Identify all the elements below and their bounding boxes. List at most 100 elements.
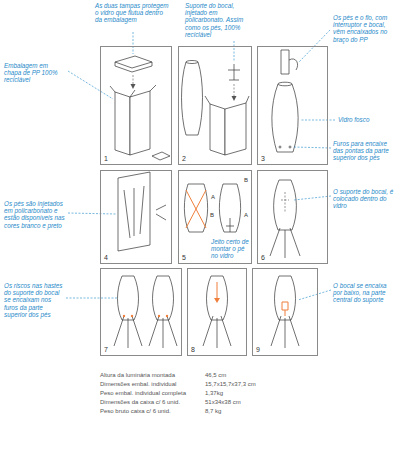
package-flaps [205, 96, 249, 104]
wrong-mark [186, 190, 206, 228]
step-number: 2 [182, 155, 186, 162]
spec-value: 8,7 kg [205, 408, 221, 415]
glass-wrong [184, 184, 207, 232]
step-panel: 2 [178, 46, 252, 165]
lamp-feet [149, 316, 177, 348]
callout-note: Furos para encaixe das pontas da parte s… [333, 140, 395, 162]
arrow-head [214, 298, 220, 303]
callout-note: Vidro fosco [338, 116, 393, 123]
spec-label: Dimensões embal. individual [100, 381, 176, 388]
fit-mark [166, 315, 168, 317]
foot-mount [226, 218, 234, 232]
callout-note: Jeito certo de montar o pé no vidro [211, 238, 250, 260]
leader-line [133, 32, 134, 54]
spec-value: 51x34x38 cm [205, 399, 241, 406]
direction-letter: B [210, 212, 214, 218]
leader-line [294, 147, 331, 148]
package-box-front [210, 104, 225, 155]
step-panel: 4 [100, 170, 172, 264]
lamp-feet [114, 316, 142, 348]
glass-shade [182, 62, 203, 135]
direction-letter: A [211, 194, 215, 200]
step-number: 4 [104, 254, 108, 261]
lamp-feet [270, 228, 300, 258]
frosted-glass [272, 84, 298, 152]
glass-shade [153, 276, 174, 320]
leader-line [298, 290, 331, 300]
callout-note: O bocal se encaixa por baixo, na parte c… [333, 282, 395, 304]
step-panel: 1 [100, 46, 172, 165]
lamp-socket [282, 302, 288, 316]
leader-line [300, 120, 335, 121]
fixing-hole [289, 146, 291, 148]
direction-letter: B [244, 177, 248, 183]
arrow-head [131, 84, 136, 89]
step-number: 5 [182, 254, 186, 261]
leader-line [66, 298, 117, 299]
package-lid [115, 56, 152, 68]
power-cord [289, 59, 298, 70]
spec-value: 15,7x15,7x37,3 cm [205, 381, 256, 388]
spec-label: Peso embal. individual completa [100, 390, 186, 397]
package-lid-side [115, 62, 152, 72]
fit-mark [123, 315, 125, 317]
leader-line [68, 213, 116, 214]
pp-frame [118, 172, 150, 251]
step-panel: 6 [257, 170, 328, 264]
spec-label: Altura da luminária montada [100, 372, 175, 379]
package-box-side [225, 103, 246, 155]
step-panel: 3 [257, 46, 328, 165]
step-number: 7 [104, 346, 108, 353]
motion-arrow [234, 84, 235, 97]
lamp-feet [271, 316, 299, 348]
lamp-feet [203, 316, 231, 348]
package-flaps [110, 85, 156, 97]
motion-arrow [133, 75, 134, 85]
lamp-feet [124, 186, 144, 238]
spec-label: Peso bruto caixa c/ 6 unid. [100, 408, 171, 415]
glass-shade [274, 180, 297, 230]
leader-line [294, 196, 331, 200]
arrow-head [232, 96, 237, 101]
direction-letter: A [244, 212, 248, 218]
spec-value: 1,37kg [205, 390, 223, 397]
step-number: 6 [261, 254, 265, 261]
package-box-side [130, 91, 150, 155]
step-number: 3 [261, 155, 265, 162]
callout-note: Embalagem em chapa de PP 100% reciclável [4, 62, 66, 84]
step-number: 1 [104, 155, 108, 162]
fit-mark [131, 315, 133, 317]
glass-shade [118, 276, 139, 320]
step-panel: 9 [252, 268, 318, 356]
step-panel: 8 [187, 268, 247, 356]
glass-right [219, 184, 240, 232]
spec-label: Dimensões da caixa c/ 6 unid. [100, 399, 180, 406]
package-box-front [115, 92, 130, 155]
socket-support [281, 192, 289, 212]
glass-shade [275, 276, 296, 320]
fit-mark [158, 315, 160, 317]
step-number: 9 [256, 346, 260, 353]
step-panel: 7 [100, 268, 182, 356]
callout-note: Os riscos nas hastes do suporte do bocal… [4, 282, 64, 318]
leader-line [234, 41, 235, 62]
glass-rim [186, 61, 198, 64]
callout-note: O suporte do bocal, é colocado dentro do… [333, 188, 395, 210]
fixing-hole [279, 146, 281, 148]
package-bottom-lid [152, 152, 170, 160]
insert-arrow [217, 282, 218, 300]
callout-note: As duas tampas protegem o vidro que flut… [95, 2, 170, 24]
callout-note: Os pés são injetados em policarbonato e … [4, 200, 66, 229]
leader-line [68, 71, 113, 99]
spec-value: 46,5 cm [205, 372, 226, 379]
step-number: 8 [191, 346, 195, 353]
glass-shade [207, 276, 228, 320]
socket-support [228, 64, 240, 80]
feet-bundle [281, 50, 289, 74]
lamp-foot-detail [156, 205, 166, 220]
glass-rim [278, 82, 292, 86]
callout-note: Suporte do bocal, injetado em policarbon… [185, 2, 253, 38]
callout-note: Os pés e o fio, com interruptor e bocal,… [333, 14, 395, 43]
